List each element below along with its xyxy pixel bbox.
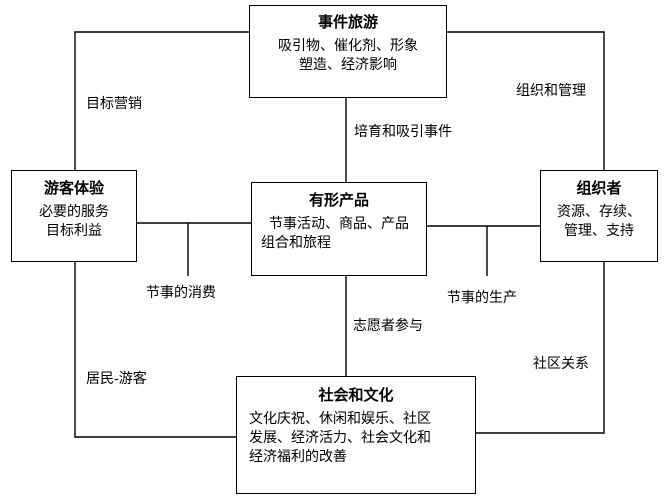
label-community-relations: 社区关系 [533, 356, 589, 372]
box-tangible-product: 有形产品 节事活动、商品、产品 组合和旅程 [251, 182, 427, 276]
line-event-to-visitor [74, 31, 249, 170]
box-organizer-line-1: 资源、存续、 [557, 204, 641, 220]
box-visitor-experience-line-1: 必要的服务 [39, 204, 109, 220]
box-society-culture-line-2: 发展、经济活力、社会文化和 [249, 430, 431, 446]
box-visitor-experience: 游客体验 必要的服务 目标利益 [11, 170, 137, 262]
box-event-tourism-title: 事件旅游 [317, 13, 378, 31]
box-tangible-product-line-1: 节事活动、商品、产品 [269, 216, 409, 232]
box-visitor-experience-line-2: 目标利益 [46, 223, 102, 239]
label-resident-visitor: 居民-游客 [86, 371, 147, 387]
label-event-production: 节事的生产 [447, 290, 517, 306]
label-nurture-events: 培育和吸引事件 [354, 124, 452, 140]
label-event-consumption: 节事的消费 [146, 285, 216, 301]
box-tangible-product-line-2: 组合和旅程 [261, 235, 331, 251]
label-org-management: 组织和管理 [516, 83, 586, 99]
box-organizer-title: 组织者 [576, 179, 622, 197]
label-volunteer: 志愿者参与 [353, 318, 423, 334]
box-organizer-line-2: 管理、支持 [564, 223, 634, 239]
box-society-culture-title: 社会和文化 [318, 386, 394, 404]
box-event-tourism-line-1: 吸引物、催化剂、形象 [278, 38, 418, 54]
line-visitor-to-society [74, 262, 236, 438]
box-event-tourism: 事件旅游 吸引物、催化剂、形象 塑造、经济影响 [249, 5, 447, 98]
box-tangible-product-title: 有形产品 [308, 191, 369, 209]
box-visitor-experience-title: 游客体验 [43, 179, 104, 197]
box-organizer: 组织者 资源、存续、 管理、支持 [540, 170, 658, 262]
box-society-culture: 社会和文化 文化庆祝、休闲和娱乐、社区 发展、经济活力、社会文化和 经济福利的改… [236, 376, 476, 494]
box-society-culture-line-3: 经济福利的改善 [249, 449, 347, 465]
label-target-marketing: 目标营销 [86, 96, 142, 112]
box-event-tourism-line-2: 塑造、经济影响 [299, 57, 397, 73]
line-event-to-organizer [447, 31, 605, 170]
box-society-culture-line-1: 文化庆祝、休闲和娱乐、社区 [249, 411, 431, 427]
line-organizer-to-society [476, 262, 605, 434]
